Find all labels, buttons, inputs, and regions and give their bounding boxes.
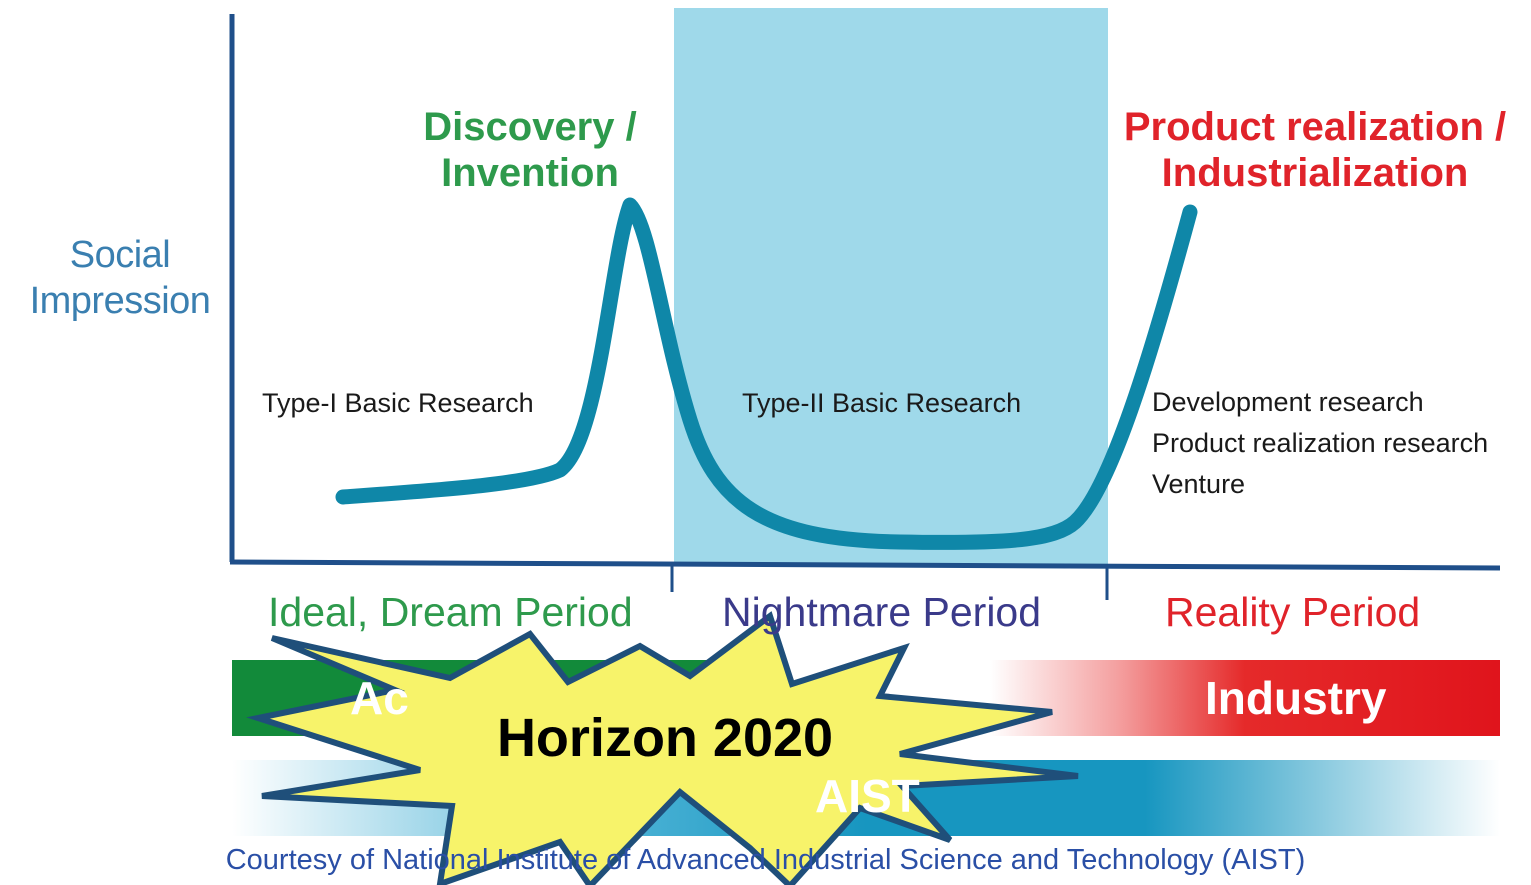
y-axis-label-line-2: Impression bbox=[29, 280, 211, 322]
burst-shape bbox=[246, 611, 1079, 885]
industry-band-label: Industry bbox=[1205, 672, 1387, 724]
impression-curve bbox=[335, 197, 1198, 550]
credit-line: Courtesy of National Institute of Advanc… bbox=[225, 844, 1306, 876]
discovery-heading: Discovery / Invention bbox=[380, 104, 680, 196]
aist-band-label: AIST bbox=[815, 770, 920, 822]
phase-type2-label: Type-II Basic Research bbox=[742, 388, 1022, 418]
phase-development-line-1: Development research bbox=[1152, 387, 1424, 417]
product-heading: Product realization / Industrialization bbox=[1100, 104, 1530, 196]
phase-type1-label: Type-I Basic Research bbox=[262, 388, 534, 418]
period-nightmare-label: Nightmare Period bbox=[722, 589, 1042, 635]
product-heading-line-1: Product realization / bbox=[1123, 105, 1507, 149]
phase-development-line-3: Venture bbox=[1152, 469, 1246, 499]
phase-development-labels: Development research Product realization… bbox=[1152, 382, 1488, 505]
nightmare-region bbox=[674, 8, 1108, 564]
industry-band bbox=[990, 660, 1500, 736]
product-heading-line-2: Industrialization bbox=[1161, 151, 1469, 195]
period-reality-label: Reality Period bbox=[1165, 589, 1421, 635]
y-axis-label-line-1: Social bbox=[69, 234, 171, 276]
discovery-heading-line-1: Discovery / bbox=[423, 105, 637, 149]
academia-band-label: Ac bbox=[350, 672, 409, 724]
y-axis-label: Social Impression bbox=[14, 232, 226, 324]
x-axis bbox=[229, 559, 1501, 571]
discovery-heading-line-2: Invention bbox=[441, 151, 619, 195]
period-ideal-label: Ideal, Dream Period bbox=[268, 589, 633, 635]
phase-development-line-2: Product realization research bbox=[1152, 428, 1489, 458]
horizon-2020-callout: Horizon 2020 bbox=[496, 708, 834, 768]
